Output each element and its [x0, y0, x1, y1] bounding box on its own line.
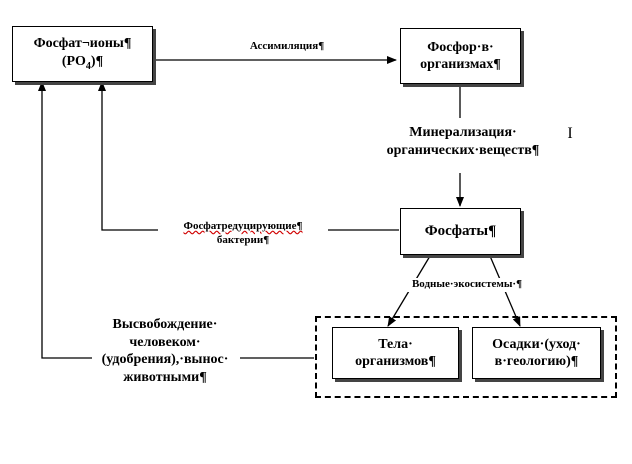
- label-reducing-bacteria: Фосфатредуцирующие¶ бактерии¶: [158, 220, 328, 248]
- label-release-line4: животными¶: [123, 369, 207, 385]
- label-release-line2: человеком·: [129, 334, 201, 350]
- node-phosphates-label: Фосфаты¶: [424, 223, 497, 240]
- label-release-line3: (удобрения),·вынос·: [101, 352, 229, 367]
- node-phosphorus-line1: Фосфор·в·: [427, 39, 494, 55]
- node-phosphate-ions-line1: Фосфат¬ионы¶: [33, 36, 132, 52]
- node-bodies-line2: организмов¶: [355, 354, 436, 369]
- node-organism-bodies: Тела· организмов¶: [332, 327, 459, 379]
- node-phosphorus-in-organisms: Фосфор·в· организмах¶: [400, 28, 521, 84]
- node-phosphorus-line2: организмах¶: [420, 57, 501, 72]
- aquatic-group-border: [315, 316, 617, 398]
- label-reducing-bacteria-line1: Фосфатредуцирующие¶: [183, 220, 303, 232]
- label-mineralization-line2: органических·веществ¶: [386, 142, 540, 158]
- node-sediments: Осадки·(уход· в·геологию)¶: [472, 327, 601, 379]
- label-reducing-bacteria-line2: бактерии¶: [216, 233, 270, 246]
- label-aquatic-ecosystems: Водные·экосистемы·¶: [392, 278, 542, 292]
- label-release-line1: Высвобождение·: [112, 317, 218, 332]
- label-assimilation: Ассимиляция¶: [249, 40, 325, 52]
- label-release: Высвобождение· человеком· (удобрения),·в…: [84, 316, 246, 386]
- text-cursor-mark: I: [567, 125, 573, 142]
- arrow-release-return: [38, 81, 92, 359]
- node-phosphates: Фосфаты¶: [400, 208, 521, 255]
- node-phosphate-ions: Фосфат¬ионы¶ (PO4)¶: [12, 26, 153, 82]
- node-sediments-line1: Осадки·(уход·: [492, 336, 581, 352]
- label-mineralization-line1: Минерализация·: [409, 125, 517, 140]
- node-phosphate-ions-line2: (PO4)¶: [61, 53, 104, 72]
- node-sediments-line2: в·геологию)¶: [494, 354, 579, 369]
- label-mineralization: Минерализация· органических·веществ¶: [368, 124, 558, 159]
- node-bodies-line1: Тела·: [378, 336, 413, 352]
- arrow-reducing-bacteria: [98, 81, 399, 231]
